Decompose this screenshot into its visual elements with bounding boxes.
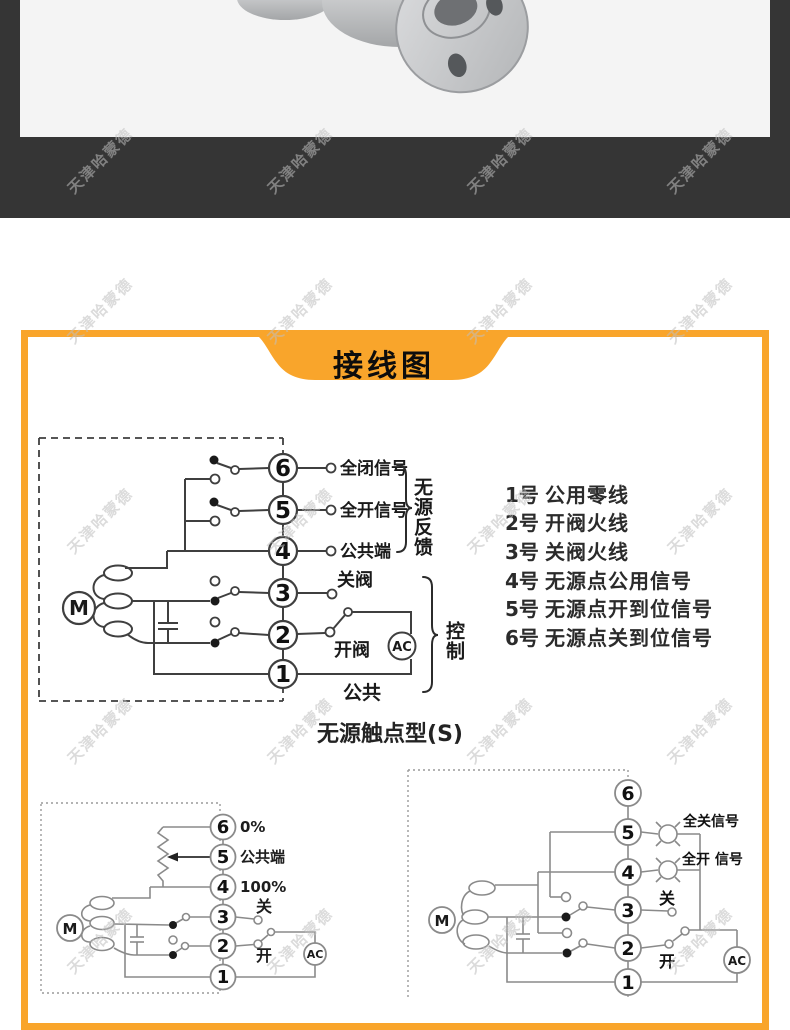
label-control-group: 控制 — [443, 621, 465, 661]
label-full-open-signal: 全开信号 — [339, 500, 408, 521]
terminal-number: 2 — [217, 936, 230, 957]
label-open-valve: 开阀 — [334, 639, 370, 661]
label-common-terminal: 公共端 — [240, 848, 285, 866]
label-close-valve: 关阀 — [337, 569, 373, 591]
terminal-number: 4 — [275, 539, 291, 565]
list-item: 4号 无源点公用信号 — [505, 565, 713, 594]
terminal-number: 2 — [621, 938, 634, 960]
label-100-percent: 100% — [240, 878, 286, 896]
terminal-desc: 无源点开到位信号 — [545, 597, 713, 622]
group-braces — [396, 464, 439, 693]
label-full-open-signal: 全开 信号 — [681, 851, 743, 868]
banner-tab — [249, 330, 518, 380]
terminal-number: 6 — [217, 817, 230, 838]
ac-source-label: AC — [307, 948, 324, 961]
terminal-number: 3 — [275, 581, 291, 607]
terminal-number: 5 — [217, 847, 230, 868]
diagram1-terminals: 6 5 4 3 2 1 — [267, 452, 299, 690]
terminal-no: 5号 — [505, 597, 539, 622]
diagram2-labels: 0% 公共端 100% 关 开 — [240, 818, 286, 965]
list-item: 6号 无源点关到位信号 — [505, 622, 713, 651]
wiring-section-panel — [21, 330, 769, 1030]
label-passive-feedback-group: 无源反馈 — [411, 477, 433, 557]
diagram2-frame — [40, 802, 221, 994]
diagram1-wires — [92, 462, 412, 675]
terminal-number: 1 — [275, 662, 291, 688]
label-open: 开 — [659, 952, 675, 971]
dark-band — [0, 0, 790, 218]
ac-source-symbol — [387, 631, 417, 661]
motor-label: M — [63, 920, 78, 938]
motor-coils — [89, 895, 115, 952]
section-title: 接线图 — [333, 349, 435, 384]
valve-photo-illustration — [237, 0, 529, 94]
potentiometer-arrow — [167, 852, 210, 862]
diagram1-labels: 全闭信号 全开信号 公共端 关阀 开阀 公共 — [334, 458, 408, 704]
terminal-no: 2号 — [505, 511, 539, 536]
ac-source-symbol — [303, 942, 327, 966]
label-common: 公共 — [343, 682, 381, 704]
ac-source-label: AC — [392, 640, 412, 655]
diagram3-contacts — [560, 891, 690, 958]
terminal-desc: 关阀火线 — [545, 539, 629, 564]
label-common-terminal: 公共端 — [340, 541, 391, 562]
terminal-number: 6 — [621, 783, 634, 805]
diagram3-terminals: 6 5 4 3 2 1 — [614, 779, 642, 996]
terminal-number: 2 — [275, 623, 291, 649]
terminal-number: 4 — [621, 862, 634, 884]
ac-source-symbol — [723, 946, 751, 974]
motor-coils — [461, 880, 496, 950]
diagram1-frame — [38, 437, 284, 702]
lamp-symbols — [655, 821, 681, 883]
terminal-number: 6 — [275, 456, 291, 482]
diagram2-contacts — [168, 912, 276, 959]
label-full-close-signal: 全关信号 — [682, 813, 739, 830]
list-item: 2号 开阀火线 — [505, 508, 713, 537]
diagram1-contacts — [209, 455, 353, 648]
list-item: 3号 关阀火线 — [505, 536, 713, 565]
terminal-desc: 公用零线 — [545, 482, 629, 507]
diagram3-wires — [456, 793, 738, 983]
terminal-desc: 无源点公用信号 — [545, 568, 692, 593]
motor-symbol — [61, 564, 133, 638]
wiring-diagram-lamp-feedback: M 6 5 4 3 2 1 AC 全关信号 全开 信号 关 开 — [407, 769, 751, 999]
label-full-close-signal: 全闭信号 — [339, 458, 408, 479]
label-open: 开 — [256, 946, 272, 965]
list-item: 1号 公用零线 — [505, 479, 713, 508]
wiring-diagram-potentiometer: M 6 5 4 3 2 1 AC 0% 公共端 100% 关 开 — [40, 802, 327, 994]
label-close: 关 — [256, 897, 272, 916]
terminal-number: 3 — [217, 907, 230, 928]
product-photo — [20, 0, 770, 137]
diagram3-frame — [407, 769, 629, 999]
motor-symbol — [56, 914, 84, 942]
terminal-number: 4 — [217, 877, 230, 898]
diagram3-labels: 全关信号 全开 信号 关 开 — [659, 813, 743, 971]
terminal-desc: 无源点关到位信号 — [545, 625, 713, 650]
motor-symbol — [428, 906, 456, 934]
label-0-percent: 0% — [240, 818, 265, 836]
terminal-description-list: 1号 公用零线 2号 开阀火线 3号 关阀火线 4号 无源点公用信号 5号 无源… — [505, 479, 713, 651]
ac-source-label: AC — [728, 954, 746, 968]
terminal-no: 4号 — [505, 568, 539, 593]
terminal-desc: 开阀火线 — [545, 511, 629, 536]
terminal-number: 1 — [621, 972, 634, 994]
wiring-diagram-passive-contact: M 6 5 4 3 2 1 AC 全闭信号 全开信号 公共端 关阀 开阀 公共 — [38, 437, 439, 704]
list-item: 5号 无源点开到位信号 — [505, 593, 713, 622]
label-close: 关 — [659, 889, 675, 908]
terminal-no: 6号 — [505, 625, 539, 650]
motor-label: M — [69, 596, 89, 620]
terminal-number: 1 — [217, 967, 230, 988]
terminal-number: 5 — [621, 822, 634, 844]
diagram2-wires — [80, 826, 316, 978]
diagram1-caption: 无源触点型(S) — [317, 722, 463, 747]
terminal-number: 5 — [275, 498, 291, 524]
terminal-number: 3 — [621, 900, 634, 922]
terminal-no: 3号 — [505, 539, 539, 564]
diagram2-terminals: 6 5 4 3 2 1 — [209, 813, 237, 991]
terminal-no: 1号 — [505, 482, 539, 507]
motor-label: M — [435, 912, 450, 930]
